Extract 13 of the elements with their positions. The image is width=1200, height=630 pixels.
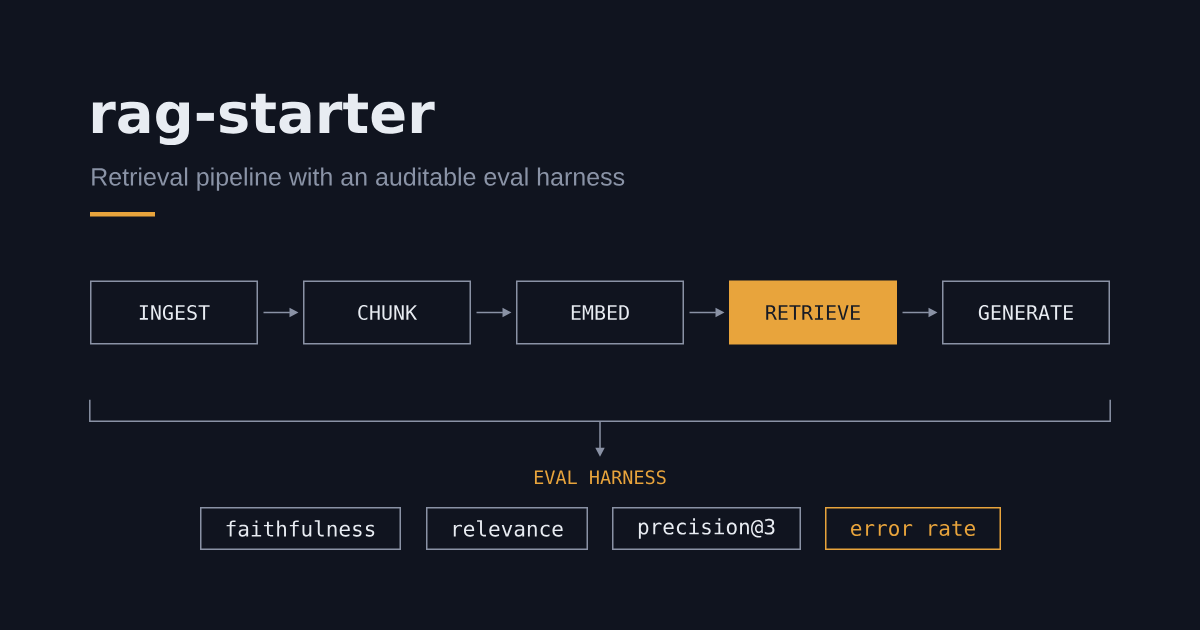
section-label: EVAL HARNESS (534, 470, 666, 485)
metric-box: relevance (426, 507, 588, 550)
title: rag-starter (92, 93, 435, 146)
process-box: GENERATE (942, 280, 1110, 345)
subtitle: Retrieval pipeline with an auditable eval harness (92, 167, 625, 191)
metric-box: error rate (825, 507, 1001, 550)
bracket (89, 399, 1111, 422)
process-box: INGEST (90, 280, 258, 345)
metric-box: faithfulness (200, 507, 401, 550)
process-box: RETRIEVE (729, 280, 897, 345)
process-box: EMBED (516, 280, 684, 345)
process-box: CHUNK (303, 280, 471, 345)
metric-box: precision@3 (612, 507, 801, 550)
